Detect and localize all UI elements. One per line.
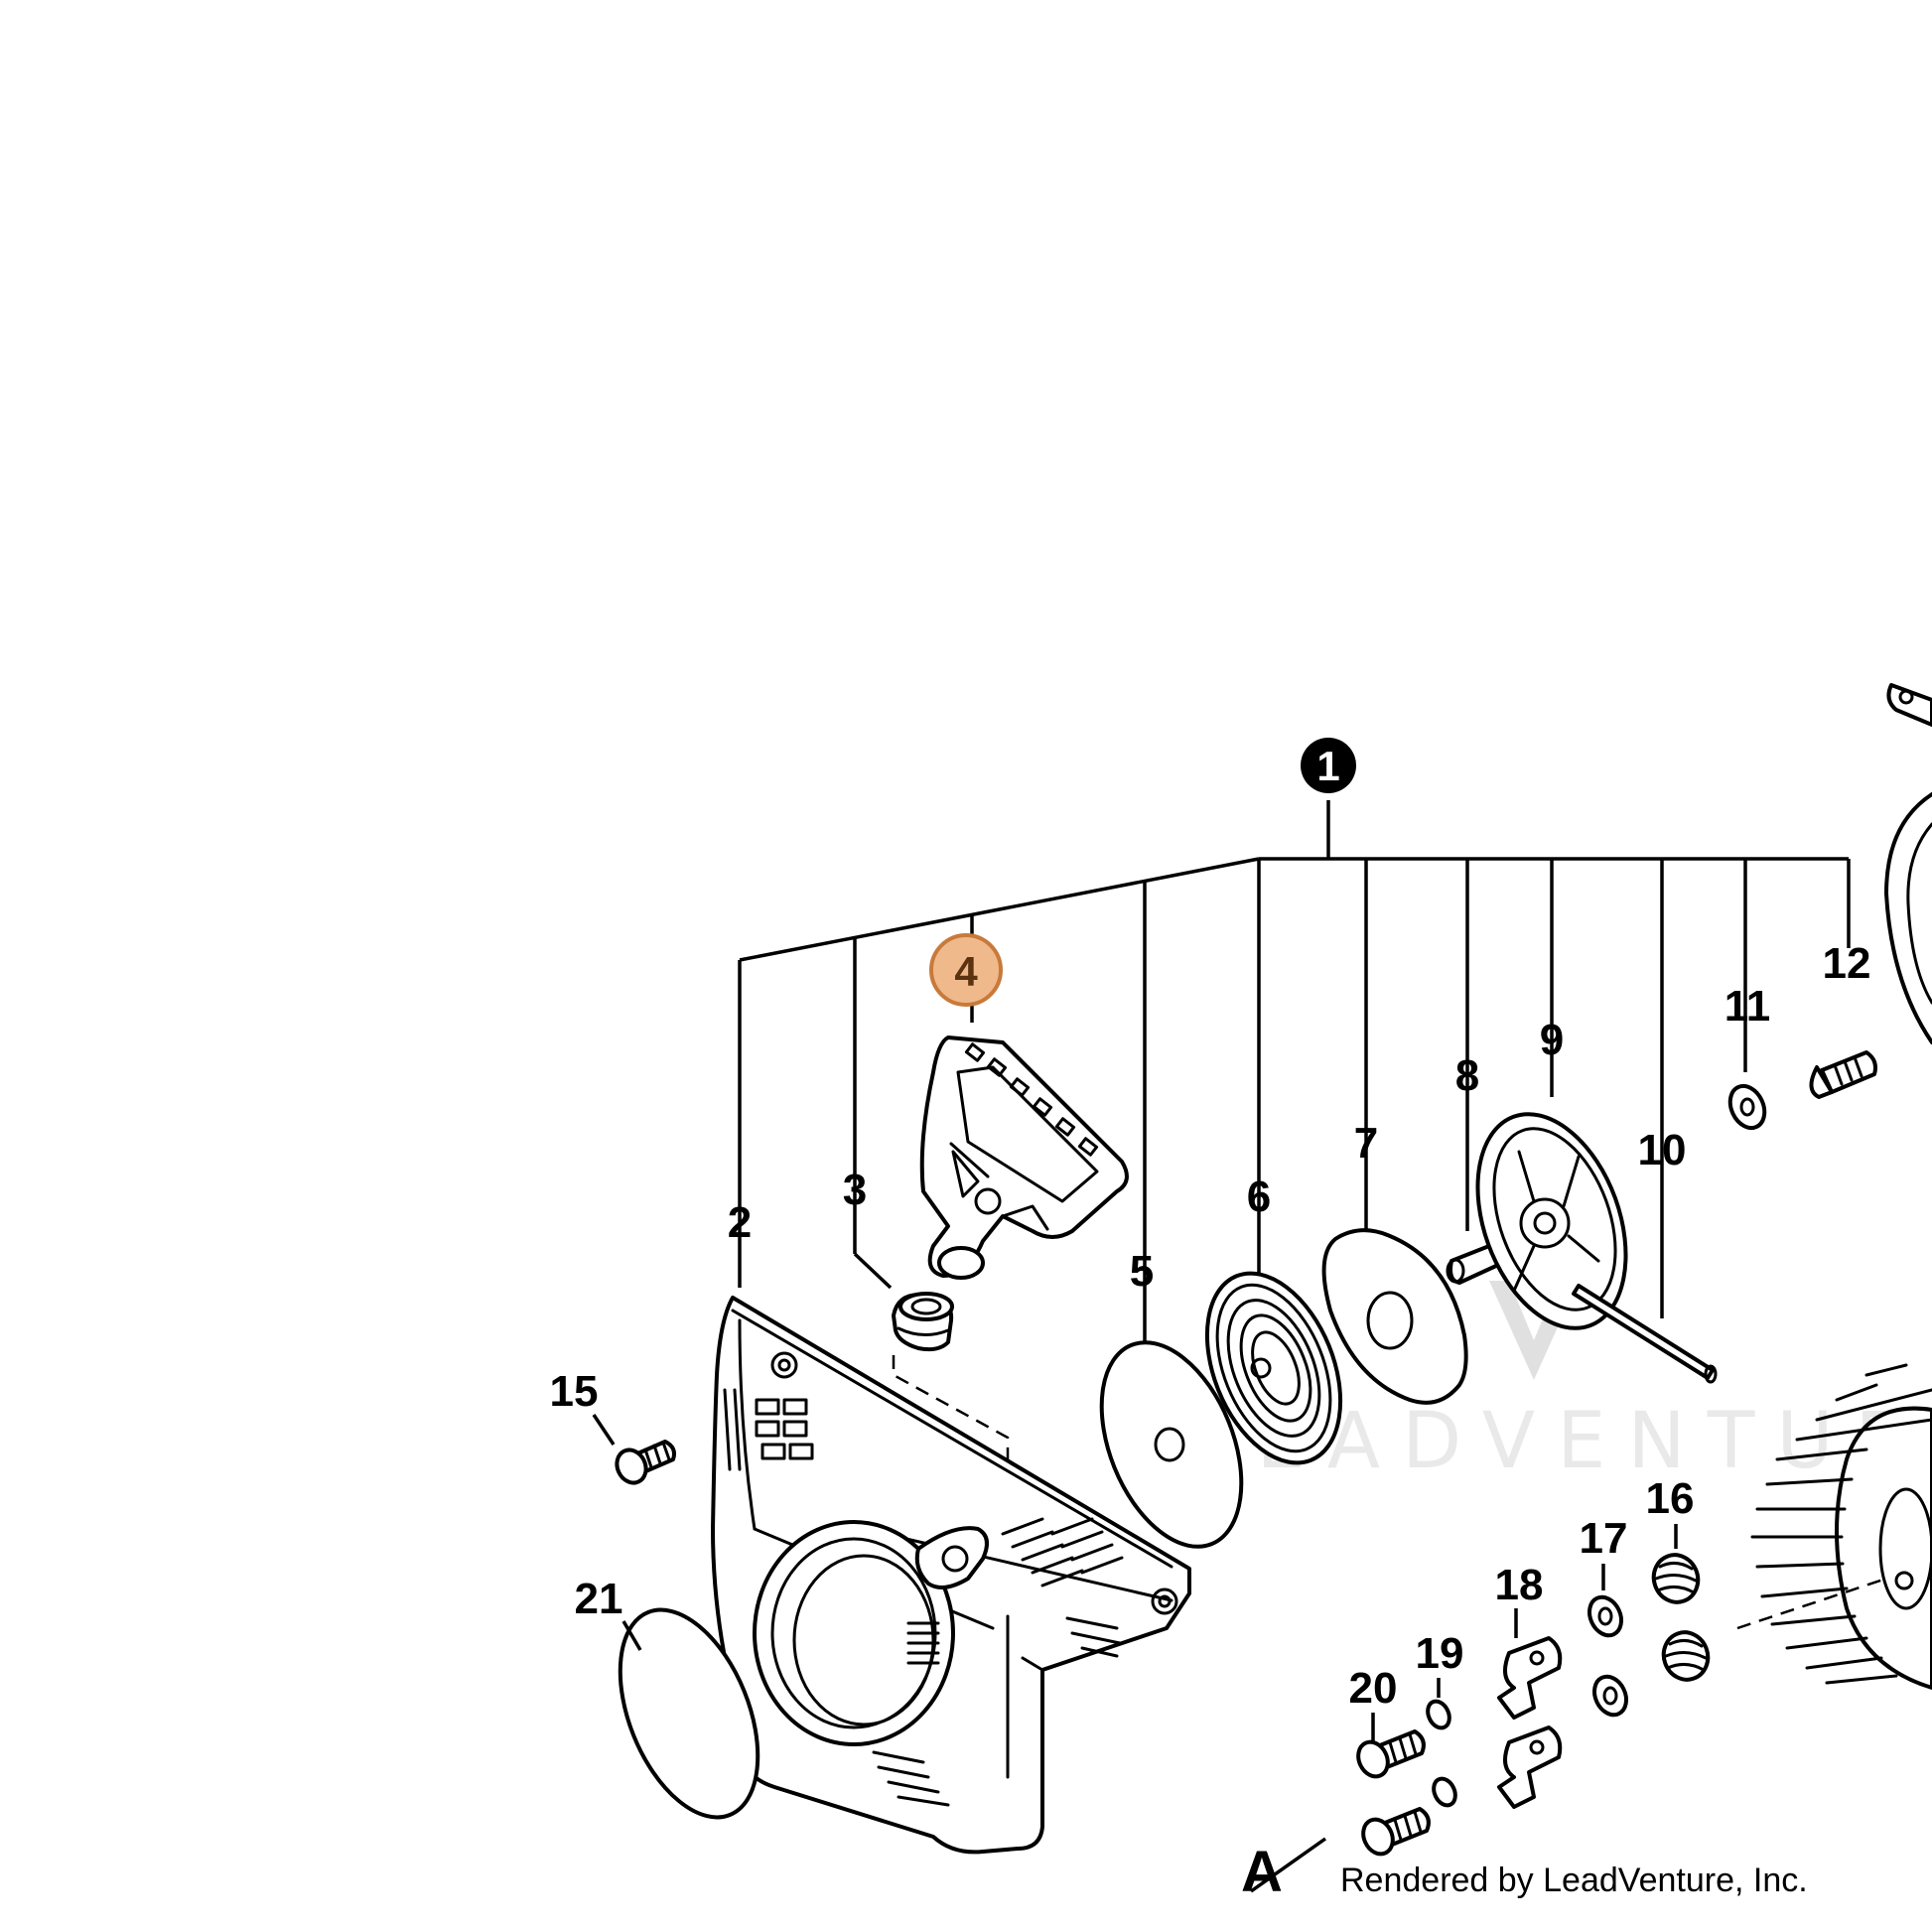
callout-17[interactable]: 17 — [1580, 1514, 1628, 1563]
callout-21[interactable]: 21 — [575, 1575, 623, 1623]
credit-text: Rendered by LeadVenture, Inc. — [1340, 1862, 1808, 1899]
callout-19[interactable]: 19 — [1416, 1629, 1464, 1678]
pawl-upper[interactable] — [1497, 1636, 1563, 1720]
bracket-partial — [1886, 683, 1932, 727]
screw-15[interactable] — [612, 1440, 676, 1487]
callout-5[interactable]: 5 — [1130, 1247, 1154, 1296]
callout-labels: 2 3 5 6 7 8 9 10 11 12 15 16 17 18 19 20… — [550, 939, 1871, 1713]
grommet[interactable] — [892, 1292, 954, 1352]
reference-marker-a: A — [1241, 1840, 1283, 1904]
callout-2[interactable]: 2 — [728, 1198, 752, 1247]
callout-16[interactable]: 16 — [1646, 1474, 1695, 1523]
fan-housing-partial — [1884, 792, 1932, 1044]
leader-lines — [592, 1414, 1678, 1893]
pawl-washer-upper[interactable] — [1584, 1592, 1627, 1641]
housing-vents-upper — [1001, 1517, 1124, 1587]
washer-large[interactable] — [1074, 1322, 1269, 1568]
starter-handle[interactable] — [919, 1035, 1129, 1280]
screw-12[interactable] — [1809, 1050, 1877, 1099]
pawl-spring-lower[interactable] — [1657, 1626, 1715, 1686]
pawl-lower[interactable] — [1497, 1725, 1563, 1809]
screw-20-lower[interactable] — [1358, 1807, 1431, 1859]
highlighted-callout-4[interactable]: 4 — [929, 933, 1003, 1007]
pawl-spring-upper[interactable] — [1647, 1549, 1705, 1608]
callout-7[interactable]: 7 — [1354, 1119, 1378, 1168]
callout-20[interactable]: 20 — [1349, 1664, 1398, 1713]
callout-9[interactable]: 9 — [1540, 1016, 1564, 1064]
callout-8[interactable]: 8 — [1455, 1051, 1479, 1100]
starter-housing[interactable] — [711, 1296, 1191, 1855]
callout-11[interactable]: 11 — [1725, 982, 1771, 1031]
svg-text:4: 4 — [954, 948, 978, 995]
washer-19-upper[interactable] — [1424, 1698, 1453, 1731]
washer-small[interactable] — [1724, 1080, 1771, 1133]
spring-plate[interactable] — [1321, 1228, 1468, 1405]
housing-vents-side — [723, 1388, 1122, 1807]
starter-rope[interactable] — [1572, 1284, 1718, 1384]
recoil-spring[interactable] — [1181, 1254, 1366, 1482]
callout-15[interactable]: 15 — [550, 1367, 599, 1416]
pulley[interactable] — [1450, 1093, 1653, 1348]
svg-text:1: 1 — [1316, 743, 1339, 789]
screw-20-upper[interactable] — [1353, 1729, 1426, 1781]
assembly-marker[interactable]: 1 — [1301, 738, 1356, 793]
callout-6[interactable]: 6 — [1247, 1173, 1271, 1221]
flywheel[interactable] — [1736, 1363, 1932, 1690]
pawl-washer-lower[interactable] — [1588, 1672, 1632, 1721]
washer-19-lower[interactable] — [1430, 1775, 1459, 1809]
callout-10[interactable]: 10 — [1638, 1126, 1687, 1174]
callout-12[interactable]: 12 — [1823, 939, 1871, 988]
callout-3[interactable]: 3 — [843, 1166, 867, 1214]
callout-18[interactable]: 18 — [1495, 1561, 1544, 1609]
o-ring[interactable] — [593, 1590, 785, 1838]
assembly-bracket — [738, 800, 1851, 1358]
